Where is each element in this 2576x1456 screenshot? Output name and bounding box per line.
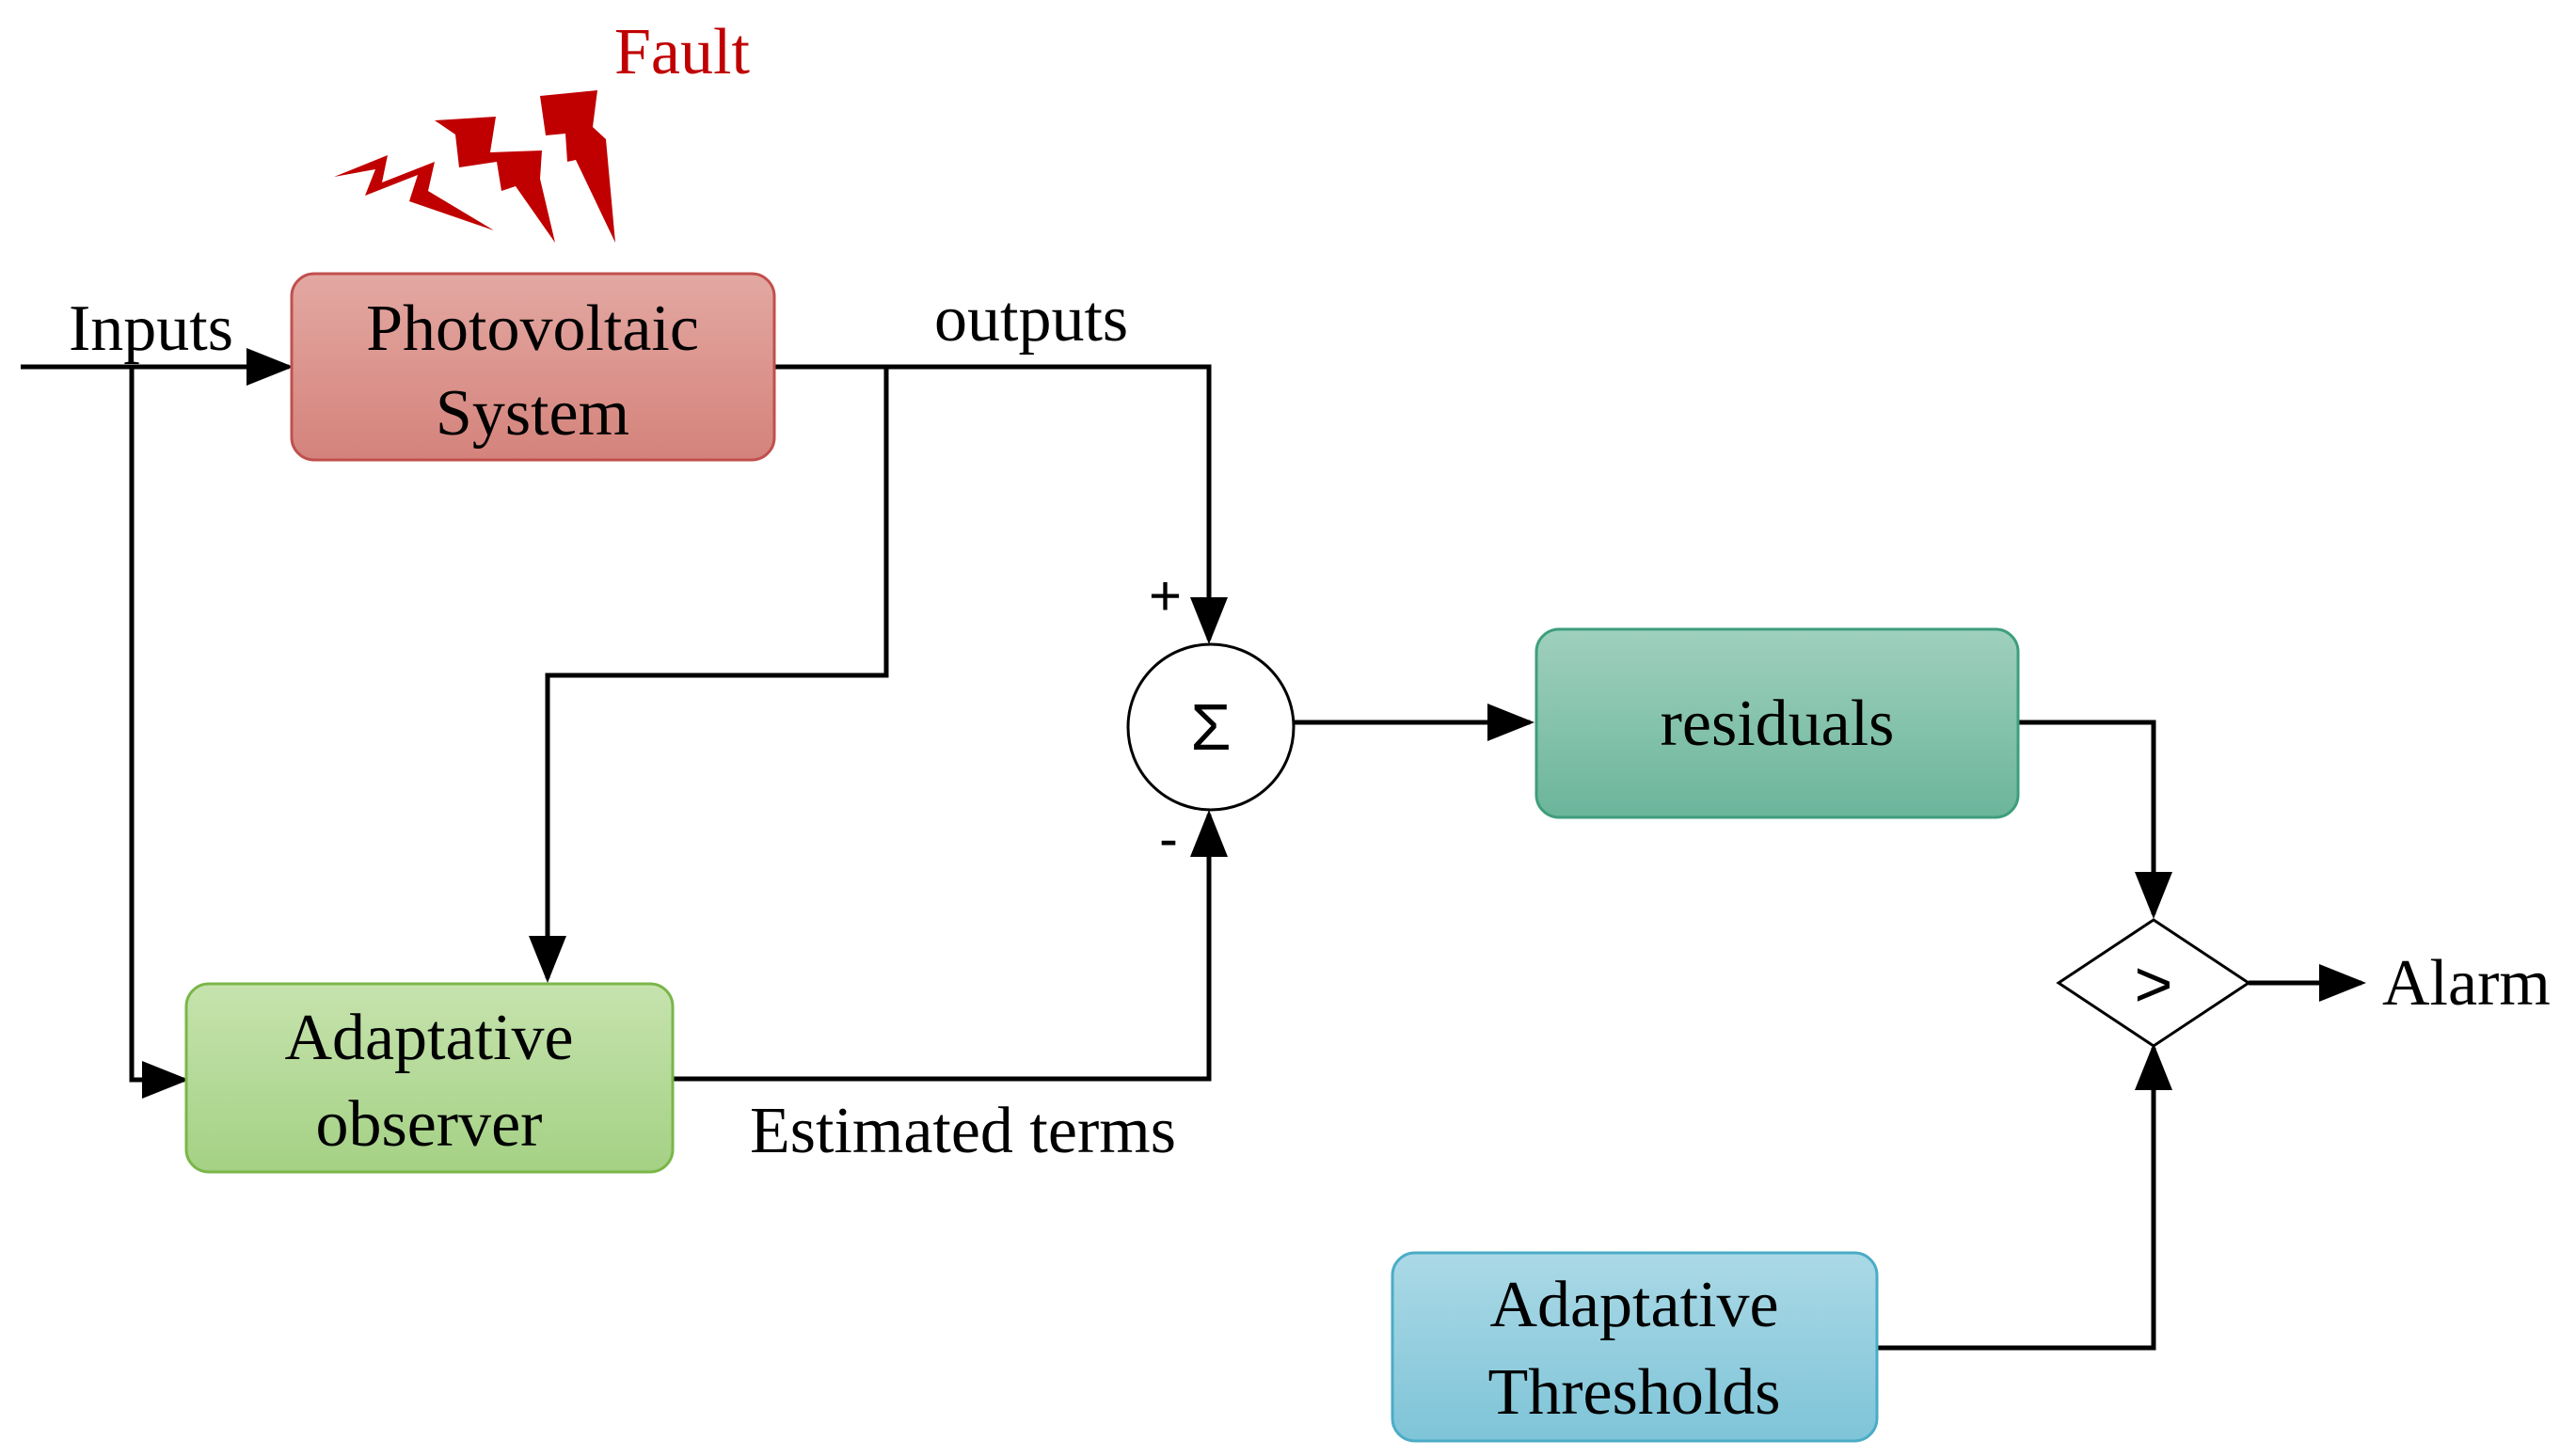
pv-system-subtitle: System (436, 377, 629, 450)
thresholds-title: Adaptative (1489, 1269, 1778, 1341)
sigma-symbol: Σ (1190, 690, 1231, 764)
estimated-terms-label: Estimated terms (750, 1095, 1176, 1167)
comparator: > (2056, 918, 2251, 1048)
wire-thresholds-to-comparator (1877, 1043, 2172, 1351)
observer-subtitle: observer (315, 1088, 542, 1161)
observer-title: Adaptative (284, 1002, 573, 1074)
adaptative-thresholds-block: Adaptative Thresholds (1391, 1251, 1879, 1443)
residuals-title: residuals (1661, 688, 1895, 760)
outputs-label: outputs (934, 283, 1128, 356)
adaptative-observer-block: Adaptative observer (184, 982, 675, 1174)
thresholds-subtitle: Thresholds (1487, 1356, 1780, 1429)
greater-than-symbol: > (2135, 947, 2173, 1021)
minus-sign: - (1159, 807, 1178, 870)
summing-junction: Σ (1126, 642, 1296, 812)
lightning-bolt-icon (334, 90, 615, 243)
residuals-block: residuals (1534, 627, 2020, 819)
wire-inputs-to-observer (129, 367, 189, 1099)
wire-outputs (774, 364, 1228, 644)
connection-lines (21, 348, 2366, 1351)
wire-outputs-to-observer (529, 367, 889, 983)
plus-sign: + (1149, 564, 1182, 627)
wire-estimated-terms (673, 810, 1228, 1082)
fault-label: Fault (614, 16, 750, 88)
inputs-label: Inputs (69, 293, 233, 365)
pv-system-title: Photovoltaic (366, 293, 699, 365)
alarm-label: Alarm (2382, 947, 2551, 1020)
wire-residuals-to-comparator (2018, 720, 2172, 919)
pv-system-block: Photovoltaic System (290, 272, 776, 462)
